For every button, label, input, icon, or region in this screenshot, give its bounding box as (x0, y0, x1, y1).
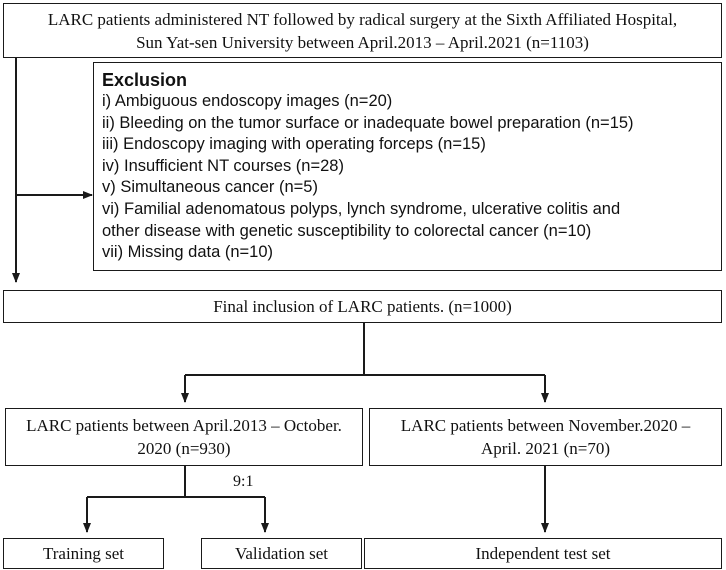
exclusion-item: vi) Familial adenomatous polyps, lynch s… (102, 199, 621, 218)
cohort-a-line-1: LARC patients between April.2013 – Octob… (26, 416, 342, 435)
final-inclusion-box: Final inclusion of LARC patients. (n=100… (3, 290, 722, 323)
independent-test-set-box: Independent test set (364, 538, 722, 569)
split-ratio-label: 9:1 (233, 473, 254, 490)
exclusion-item: other disease with genetic susceptibilit… (102, 221, 592, 240)
exclusion-item: vii) Missing data (n=10) (102, 243, 274, 262)
validation-set-label: Validation set (234, 544, 328, 563)
exclusion-item: iii) Endoscopy imaging with operating fo… (102, 135, 486, 154)
exclusion-title: Exclusion (102, 70, 188, 90)
cohort-test-period-box: LARC patients between November.2020 – Ap… (369, 408, 722, 466)
cohort-b-line-2: April. 2021 (n=70) (480, 439, 611, 458)
independent-test-set-label: Independent test set (475, 544, 611, 563)
exclusion-box: Exclusion i) Ambiguous endoscopy images … (93, 62, 722, 271)
source-line-2: Sun Yat-sen University between April.201… (136, 32, 589, 52)
training-set-box: Training set (3, 538, 164, 569)
cohort-training-period-box: LARC patients between April.2013 – Octob… (5, 408, 363, 466)
validation-set-box: Validation set (201, 538, 362, 569)
source-line-1: LARC patients administered NT followed b… (47, 9, 678, 29)
source-population-box: LARC patients administered NT followed b… (3, 3, 722, 58)
cohort-a-line-2: 2020 (n=930) (137, 439, 231, 458)
exclusion-item: iv) Insufficient NT courses (n=28) (102, 156, 344, 175)
exclusion-item: ii) Bleeding on the tumor surface or ina… (102, 113, 634, 132)
exclusion-item: v) Simultaneous cancer (n=5) (102, 178, 318, 197)
cohort-b-line-1: LARC patients between November.2020 – (400, 416, 691, 435)
final-inclusion-text: Final inclusion of LARC patients. (n=100… (213, 297, 512, 316)
training-set-label: Training set (42, 544, 125, 563)
exclusion-item: i) Ambiguous endoscopy images (n=20) (102, 92, 393, 110)
